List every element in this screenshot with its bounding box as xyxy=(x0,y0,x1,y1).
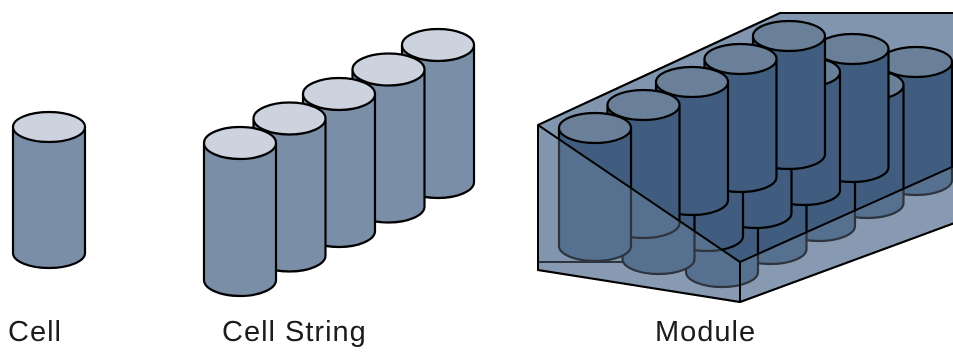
single-cell xyxy=(11,110,87,270)
cylinder-top xyxy=(202,125,278,161)
cylinder-top xyxy=(301,76,377,112)
cylinder-top xyxy=(703,42,778,76)
cylinder-top xyxy=(654,65,730,99)
module-label: Module xyxy=(655,316,757,348)
module-contents xyxy=(537,12,953,303)
cell-label: Cell xyxy=(8,316,62,348)
cell-string-label: Cell String xyxy=(222,316,367,348)
cylinder-top xyxy=(400,27,476,63)
cylinder-top xyxy=(351,52,426,87)
battery-module xyxy=(537,12,953,303)
tray-rim xyxy=(537,12,953,126)
cylinder-body xyxy=(202,141,278,298)
tray-front-wall-right xyxy=(739,165,953,303)
cylinder-body xyxy=(557,126,633,263)
cell-cylinder xyxy=(11,110,87,270)
cylinder-top xyxy=(751,19,827,53)
cylinder-top xyxy=(11,110,87,144)
string-cell-cylinder xyxy=(202,125,278,298)
cell-string xyxy=(202,27,476,298)
cylinder-top xyxy=(252,101,327,136)
cylinder-top xyxy=(606,88,681,122)
module-cell-cylinder xyxy=(557,111,633,263)
cylinder-top xyxy=(557,111,633,145)
cylinder-body xyxy=(11,125,87,270)
